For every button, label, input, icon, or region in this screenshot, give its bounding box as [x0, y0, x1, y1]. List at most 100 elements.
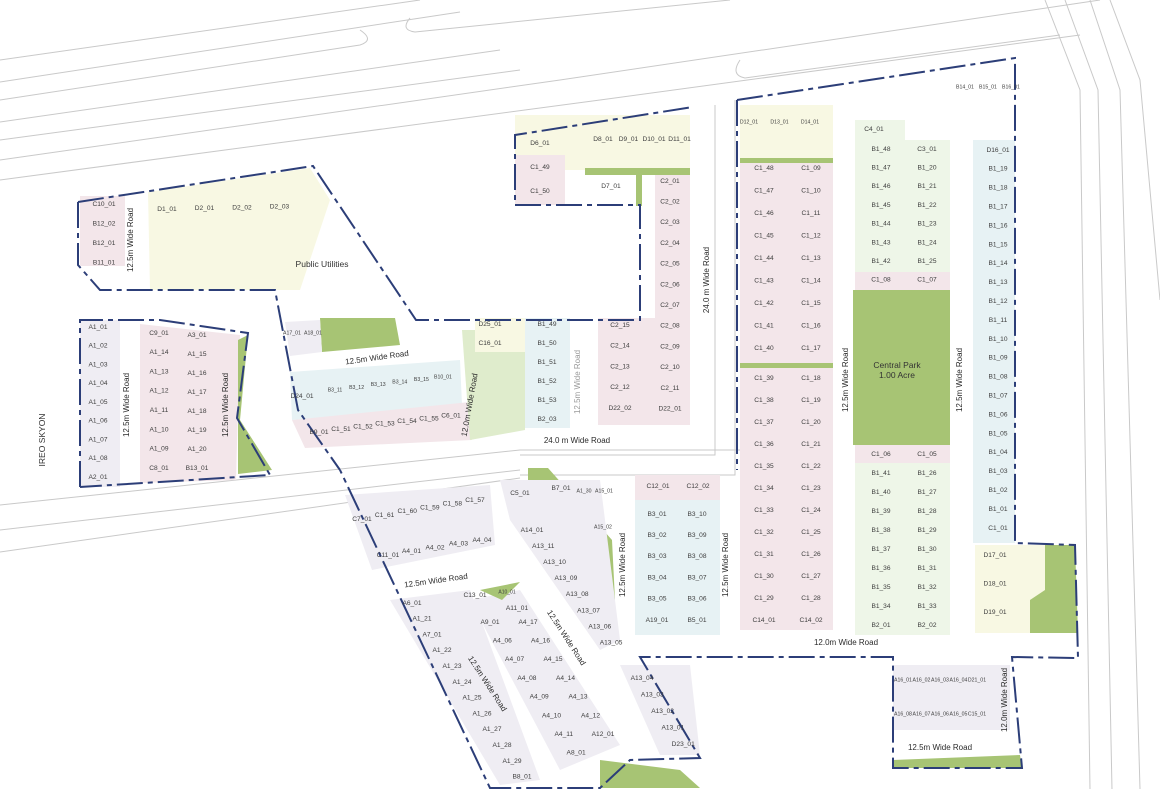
plot-label[interactable]: B9_01 — [309, 429, 328, 436]
plot-label[interactable]: B1_07 — [988, 392, 1007, 399]
plot-label[interactable]: B1_44 — [871, 221, 890, 228]
plot-label[interactable]: B5_01 — [687, 617, 706, 624]
plot-label[interactable]: A1_05 — [88, 399, 107, 406]
plot-label[interactable]: D7_01 — [601, 183, 621, 190]
plot-label[interactable]: D9_01 — [619, 136, 639, 143]
plot-label[interactable]: B1_27 — [917, 489, 936, 496]
plot-label[interactable]: A4_06 — [493, 637, 512, 644]
plot-label[interactable]: C1_01 — [988, 525, 1008, 532]
plot-label[interactable]: D16_01 — [986, 147, 1009, 154]
plot-label[interactable]: D13_01 — [770, 119, 788, 125]
plot-label[interactable]: C1_15 — [801, 300, 821, 307]
plot-label[interactable]: A11_01 — [506, 605, 529, 612]
plot-label[interactable]: C14_02 — [799, 617, 822, 624]
plot-label[interactable]: B3_06 — [687, 596, 706, 603]
plot-label[interactable]: C2_02 — [660, 198, 680, 205]
plot-label[interactable]: A16_06 — [931, 711, 949, 717]
plot-label[interactable]: C1_35 — [754, 463, 774, 470]
plot-label[interactable]: A16_01 — [894, 677, 912, 683]
plot-label[interactable]: C1_57 — [465, 497, 485, 504]
plot-label[interactable]: A15_02 — [594, 524, 612, 530]
plot-label[interactable]: A15_01 — [595, 488, 613, 494]
plot-label[interactable]: A1_21 — [412, 616, 431, 623]
plot-label[interactable]: C1_33 — [754, 507, 774, 514]
plot-label[interactable]: B3_12 — [349, 385, 364, 391]
plot-label[interactable]: C1_08 — [871, 277, 891, 284]
plot-label[interactable]: C1_26 — [801, 551, 821, 558]
plot-label[interactable]: B1_05 — [988, 430, 1007, 437]
plot-label[interactable]: B1_16 — [988, 222, 1007, 229]
plot-label[interactable]: C6_01 — [441, 413, 461, 420]
plot-label[interactable]: C1_14 — [801, 277, 821, 284]
plot-label[interactable]: A1_03 — [88, 361, 107, 368]
plot-label[interactable]: B1_02 — [988, 487, 1007, 494]
plot-label[interactable]: C1_39 — [754, 375, 774, 382]
plot-label[interactable]: D12_01 — [740, 119, 758, 125]
plot-label[interactable]: A1_07 — [88, 436, 107, 443]
plot-label[interactable]: B8_01 — [512, 774, 531, 781]
plot-label[interactable]: D6_01 — [530, 140, 550, 147]
plot-label[interactable]: A1_15 — [187, 351, 206, 358]
plot-label[interactable]: C1_49 — [530, 164, 550, 171]
plot-label[interactable]: A13_08 — [566, 591, 589, 598]
plot-label[interactable]: C1_13 — [801, 255, 821, 262]
plot-label[interactable]: B1_47 — [871, 164, 890, 171]
plot-label[interactable]: C1_46 — [754, 210, 774, 217]
plot-label[interactable]: C2_13 — [610, 363, 630, 370]
plot-label[interactable]: A16_02 — [913, 677, 931, 683]
plot-label[interactable]: B1_51 — [537, 359, 556, 366]
plot-label[interactable]: B1_45 — [871, 202, 890, 209]
plot-label[interactable]: A4_09 — [530, 694, 549, 701]
plot-label[interactable]: C1_61 — [375, 512, 395, 519]
plot-label[interactable]: D2_03 — [270, 204, 290, 211]
plot-label[interactable]: A16_08 — [894, 711, 912, 717]
plot-label[interactable]: C1_32 — [754, 529, 774, 536]
plot-label[interactable]: C2_11 — [661, 385, 680, 392]
plot-label[interactable]: B1_03 — [988, 468, 1007, 475]
plot-label[interactable]: C2_10 — [660, 364, 680, 371]
plot-label[interactable]: B13_01 — [186, 465, 209, 472]
plot-label[interactable]: C14_01 — [752, 617, 775, 624]
plot-label[interactable]: C1_11 — [802, 210, 821, 217]
plot-label[interactable]: B1_13 — [988, 279, 1007, 286]
plot-label[interactable]: C2_04 — [660, 240, 680, 247]
plot-label[interactable]: C12_01 — [646, 483, 669, 490]
plot-label[interactable]: C1_34 — [754, 485, 774, 492]
plot-label[interactable]: D14_01 — [801, 119, 819, 125]
plot-label[interactable]: C1_28 — [801, 595, 821, 602]
plot-label[interactable]: C1_37 — [754, 419, 774, 426]
plot-label[interactable]: C13_01 — [463, 592, 486, 599]
plot-label[interactable]: A4_12 — [581, 712, 600, 719]
plot-label[interactable]: B1_21 — [917, 183, 936, 190]
plot-label[interactable]: A1_29 — [502, 758, 521, 765]
plot-label[interactable]: B3_09 — [687, 532, 706, 539]
plot-label[interactable]: A4_07 — [505, 656, 524, 663]
plot-label[interactable]: B1_35 — [871, 584, 890, 591]
plot-label[interactable]: C1_23 — [801, 485, 821, 492]
plot-label[interactable]: C3_01 — [917, 146, 937, 153]
plot-label[interactable]: A4_17 — [518, 619, 537, 626]
plot-label[interactable]: B1_37 — [871, 546, 890, 553]
plot-label[interactable]: A1_24 — [452, 679, 471, 686]
plot-label[interactable]: B2_02 — [917, 622, 936, 629]
plot-label[interactable]: B1_19 — [988, 166, 1007, 173]
plot-label[interactable]: B15_01 — [979, 84, 997, 90]
plot-label[interactable]: B1_06 — [988, 411, 1007, 418]
plot-label[interactable]: B3_01 — [647, 511, 666, 518]
plot-label[interactable]: B1_39 — [871, 508, 890, 515]
plot-label[interactable]: B1_29 — [917, 527, 936, 534]
plot-label[interactable]: A1_09 — [149, 446, 168, 453]
plot-label[interactable]: B12_01 — [93, 240, 116, 247]
plot-label[interactable]: C1_17 — [801, 345, 821, 352]
plot-label[interactable]: C2_05 — [660, 261, 680, 268]
plot-label[interactable]: A4_08 — [517, 675, 536, 682]
plot-label[interactable]: C1_05 — [917, 451, 937, 458]
plot-label[interactable]: A16_03 — [931, 677, 949, 683]
plot-label[interactable]: D17_01 — [983, 552, 1006, 559]
plot-label[interactable]: A1_14 — [149, 349, 168, 356]
plot-label[interactable]: C1_06 — [871, 451, 891, 458]
plot-label[interactable]: C1_10 — [801, 187, 821, 194]
plot-label[interactable]: C1_48 — [754, 165, 774, 172]
plot-label[interactable]: C1_55 — [419, 415, 439, 422]
plot-label[interactable]: C11_01 — [377, 552, 400, 559]
